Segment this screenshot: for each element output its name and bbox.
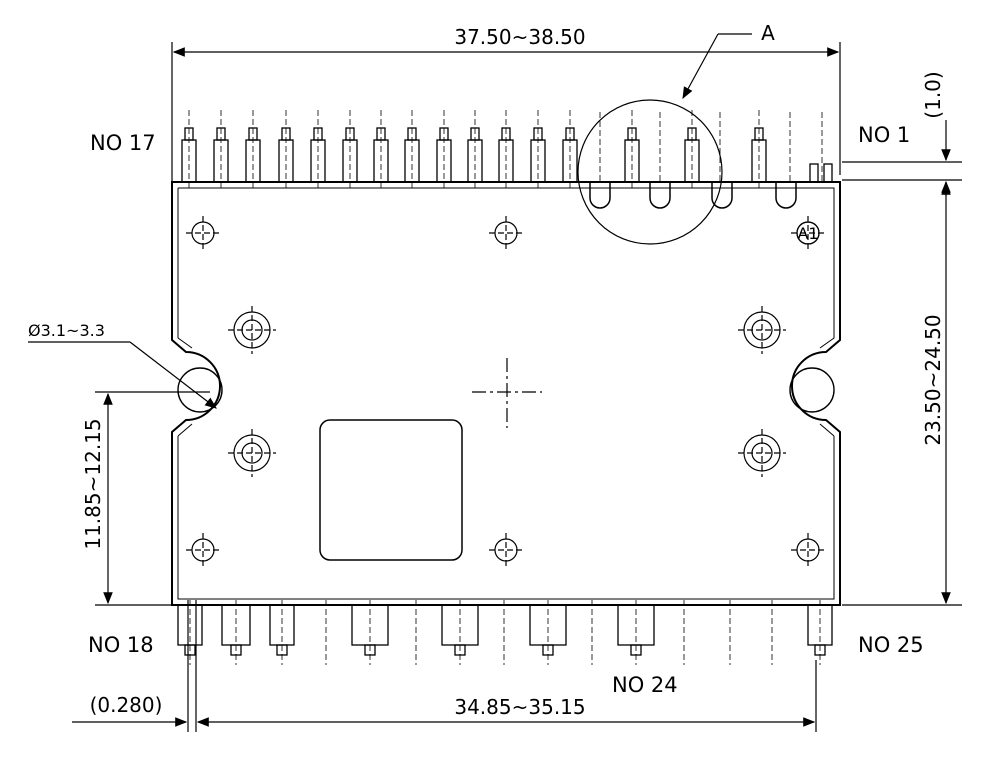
left-height-label: 11.85~12.15 [81,418,105,549]
pin-label-no1: NO 1 [858,123,910,147]
ejector-mark [791,216,825,250]
top-leads [181,110,833,190]
mounting-slots [177,367,835,413]
top-lead [684,110,700,190]
top-lead [373,110,389,190]
bottom-leads [177,600,833,665]
top-lead [498,110,514,190]
top-lead [342,110,358,190]
lead-offset-label: (0.280) [90,693,163,717]
top-width-label: 37.50~38.50 [454,25,585,49]
ejector-mark [186,216,220,250]
top-lead [310,110,326,190]
top-lead [624,110,640,190]
top-lead [245,110,261,190]
bottom-lead [807,600,833,665]
screw-mark [228,306,276,354]
left-height-dimension [95,391,210,606]
package-body [171,181,841,606]
top-lead-stub [809,163,833,183]
bottom-pitch-label: 34.85~35.15 [454,695,585,719]
lead-gap-label: (1.0) [921,71,945,118]
exposed-pad [319,419,463,561]
bottom-lead [441,600,479,665]
top-lead [751,110,767,190]
top-lead [278,110,294,190]
pin-label-no18: NO 18 [88,633,154,657]
ejector-mark [489,533,523,567]
screw-mark [738,306,786,354]
ejector-mark [791,533,825,567]
top-lead [562,110,578,190]
bottom-lead [221,600,251,665]
hole-leader [28,341,217,409]
bottom-lead [351,600,389,665]
top-lead [181,110,197,190]
detail-a-circle [577,99,723,245]
height-label: 23.50~24.50 [921,314,945,445]
detail-a-label: A [761,21,775,45]
detail-a-leader [682,33,752,100]
ejector-pin-marks [186,216,825,567]
bottom-lead [269,600,295,665]
package-body-inner [177,187,835,600]
screw-mark [738,429,786,477]
top-lead [467,110,483,190]
lead-gap-dimension [842,120,962,196]
hole-label: Ø3.1~3.3 [28,321,105,340]
pin-label-no17: NO 17 [90,131,156,155]
height-dimension [842,182,962,606]
pin-label-no24: NO 24 [612,673,678,697]
lead-cutouts [589,182,797,209]
center-mark [472,358,542,428]
bottom-pitch-dimension [72,600,817,732]
bottom-lead [617,600,655,665]
center-cross [472,358,542,428]
top-lead [530,110,546,190]
top-width-dimension [171,42,841,182]
bottom-lead [177,600,203,665]
screw-marks [228,306,786,477]
ejector-mark [489,216,523,250]
top-lead [436,110,452,190]
top-lead [213,110,229,190]
a1-marker-label: A1 [797,224,818,243]
ejector-mark [186,533,220,567]
bottom-lead [529,600,567,665]
screw-mark [228,429,276,477]
pin-label-no25: NO 25 [858,633,924,657]
top-lead [404,110,420,190]
